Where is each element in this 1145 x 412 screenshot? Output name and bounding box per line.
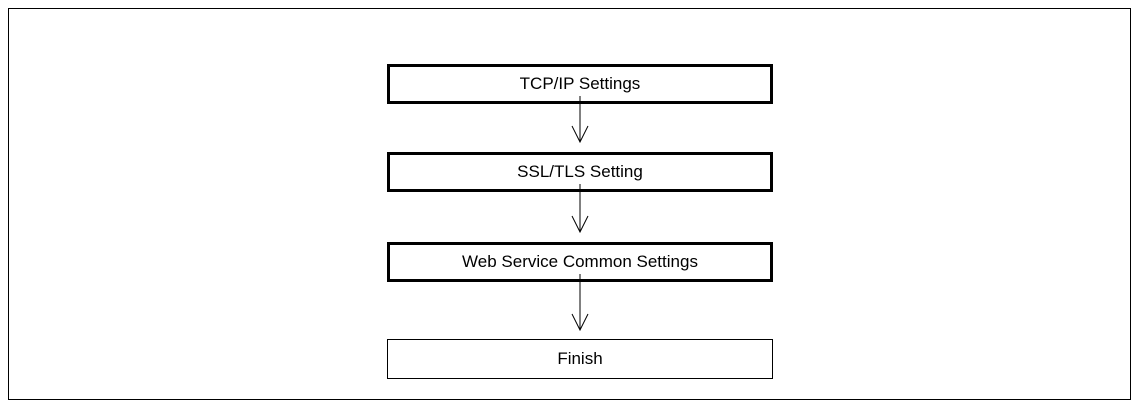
step-label: TCP/IP Settings bbox=[519, 74, 641, 93]
step-label: SSL/TLS Setting bbox=[517, 162, 643, 181]
arrow-down-icon bbox=[571, 184, 589, 234]
step-label: Finish bbox=[557, 349, 603, 368]
arrow-down-icon bbox=[571, 274, 589, 332]
step-label: Web Service Common Settings bbox=[462, 252, 698, 271]
step-finish: Finish bbox=[387, 339, 773, 379]
arrow-down-icon bbox=[571, 96, 589, 144]
diagram-frame: TCP/IP Settings SSL/TLS Setting Web Serv… bbox=[8, 8, 1131, 400]
